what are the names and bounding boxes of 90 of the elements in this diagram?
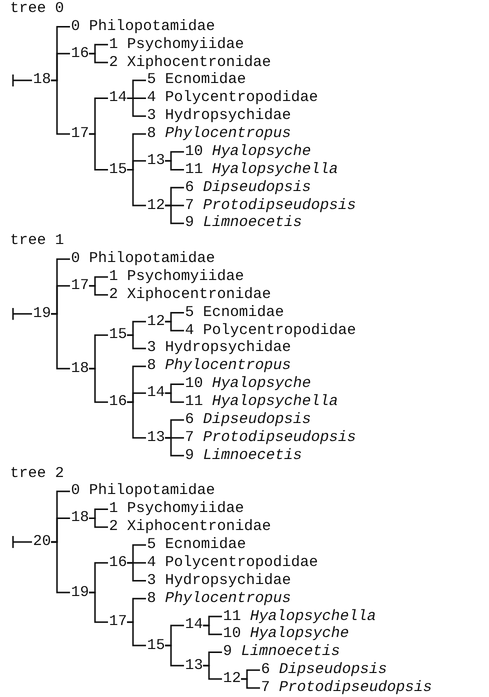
branch-line: [51, 80, 70, 135]
taxon-label: 10 Hyalopsyche: [185, 375, 312, 394]
node-number: 17: [71, 125, 90, 144]
node-number: 20: [33, 532, 52, 551]
branch-line: [127, 621, 146, 646]
branch-line: [165, 160, 184, 171]
tree-heading: tree 2: [10, 464, 64, 483]
tree-heading: tree 1: [10, 232, 64, 250]
node-number: 16: [71, 44, 90, 63]
node-number: 19: [71, 584, 90, 602]
node-number: 16: [109, 554, 128, 572]
node-number: 16: [109, 393, 128, 412]
taxon-label: 6 Dipseudopsis: [185, 410, 312, 429]
taxon-label: 11 Hyalopsychella: [185, 160, 338, 179]
root-line: [12, 74, 32, 88]
branch-line: [165, 644, 184, 666]
root-line: [12, 307, 32, 321]
taxon-label: 1 Psychomyiidae: [109, 36, 244, 54]
taxon-label: 3 Hydropsychidae: [147, 339, 292, 358]
node-number: 13: [147, 428, 166, 447]
taxon-label: 0 Philopotamidae: [71, 482, 216, 500]
taxon-label: 11 Hyalopsychella: [223, 608, 376, 626]
taxon-label: 6 Dipseudopsis: [185, 178, 312, 197]
root-line: [12, 535, 32, 549]
node-number: 13: [147, 152, 166, 170]
node-number: 12: [147, 312, 166, 331]
taxon-label: 6 Dipseudopsis: [261, 661, 388, 680]
branch-line: [165, 392, 184, 403]
node-number: 19: [33, 304, 52, 323]
taxon-label: 9 Limnoecetis: [185, 446, 302, 465]
branch-line: [127, 334, 146, 350]
node-number: 18: [71, 360, 90, 378]
taxon-label: 1 Psychomyiidae: [109, 500, 244, 518]
branch-line: [51, 313, 70, 370]
taxon-label: 2 Xiphocentronidae: [109, 518, 272, 536]
taxon-label: 7 Protodipseudopsis: [261, 678, 432, 697]
taxon-label: 3 Hydropsychidae: [147, 107, 292, 126]
taxon-label: 5 Ecnomidae: [147, 71, 246, 90]
taxon-label: 0 Philopotamidae: [71, 250, 216, 268]
node-number: 14: [109, 89, 128, 108]
node-number: 15: [109, 160, 128, 179]
node-number: 15: [147, 636, 166, 655]
branch-line: [89, 517, 108, 528]
taxon-label: 9 Limnoecetis: [223, 643, 340, 662]
taxon-label: 7 Protodipseudopsis: [185, 428, 356, 447]
taxon-label: 5 Ecnomidae: [147, 536, 246, 554]
branch-line: [89, 592, 108, 623]
node-number: 18: [33, 71, 52, 90]
branch-line: [127, 562, 146, 582]
branch-line: [203, 664, 222, 680]
taxon-label: 0 Philopotamidae: [71, 18, 216, 36]
node-number: 12: [223, 670, 242, 688]
taxon-label: 1 Psychomyiidae: [109, 268, 244, 286]
taxon-label: 9 Limnoecetis: [185, 214, 302, 232]
taxon-label: 2 Xiphocentronidae: [109, 286, 272, 304]
node-number: 17: [109, 613, 128, 632]
taxon-label: 2 Xiphocentronidae: [109, 54, 272, 72]
branch-line: [165, 204, 184, 224]
taxon-label: 4 Polycentropodidae: [147, 554, 318, 572]
node-number: 12: [147, 196, 166, 214]
taxon-label: 11 Hyalopsychella: [185, 393, 338, 412]
branch-line: [203, 624, 222, 636]
branch-line: [89, 368, 108, 403]
taxon-label: 5 Ecnomidae: [185, 304, 284, 322]
branch-line: [127, 169, 146, 206]
tree-heading: tree 0: [10, 0, 64, 18]
branch-line: [165, 437, 184, 456]
taxon-label: 10 Hyalopsyche: [223, 625, 350, 644]
node-number: 18: [71, 509, 90, 528]
branch-line: [89, 52, 108, 64]
node-number: 14: [147, 384, 166, 402]
node-number: 14: [185, 616, 204, 634]
taxon-label: 4 Polycentropodidae: [147, 89, 318, 108]
branch-line: [89, 285, 108, 296]
branch-line: [127, 98, 146, 117]
branch-line: [165, 320, 184, 332]
taxon-label: 4 Polycentropodidae: [185, 322, 356, 340]
taxon-label: 8 Phylocentropus: [147, 125, 292, 144]
branch-line: [51, 541, 70, 594]
branch-line: [89, 133, 108, 171]
taxon-label: 3 Hydropsychidae: [147, 572, 292, 590]
taxon-label: 8 Phylocentropus: [147, 590, 292, 608]
node-number: 15: [109, 326, 128, 344]
branch-line: [127, 401, 146, 439]
taxon-label: 10 Hyalopsyche: [185, 142, 312, 161]
node-number: 17: [71, 276, 90, 295]
branch-line: [241, 678, 260, 689]
node-number: 13: [185, 656, 204, 675]
taxon-label: 7 Protodipseudopsis: [185, 196, 356, 214]
taxon-label: 8 Phylocentropus: [147, 357, 292, 376]
